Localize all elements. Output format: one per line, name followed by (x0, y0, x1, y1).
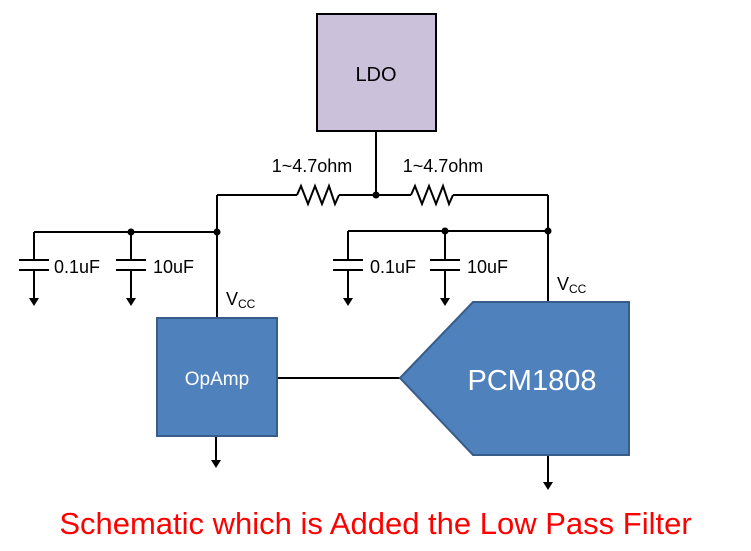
resistor-left (296, 183, 340, 207)
vcc-right-label: VCC (557, 274, 587, 296)
vcc-right-sub: CC (569, 282, 587, 296)
resistor-right (410, 183, 454, 207)
ground-icon (440, 298, 450, 306)
opamp-block (156, 317, 278, 437)
vcc-left-sub: CC (238, 297, 256, 311)
opamp-label: OpAmp (185, 369, 249, 390)
ground-icon (211, 460, 221, 468)
resistors (296, 183, 454, 207)
ground-symbols (29, 298, 553, 490)
vcc-left-label: VCC (226, 289, 256, 311)
resistor-left-label: 1~4.7ohm (272, 156, 353, 176)
cap-left-small-label: 0.1uF (54, 257, 100, 277)
resistor-right-label: 1~4.7ohm (403, 156, 484, 176)
ground-icon (126, 298, 136, 306)
caption: Schematic which is Added the Low Pass Fi… (59, 506, 692, 541)
ldo-label: LDO (355, 64, 396, 86)
capacitors (19, 259, 460, 271)
cap-right-small-label: 0.1uF (370, 257, 416, 277)
ldo-block (316, 13, 437, 132)
vcc-left-main: V (226, 289, 238, 309)
vcc-right-main: V (557, 274, 569, 294)
ground-icon (29, 298, 39, 306)
ground-icon (543, 482, 553, 490)
cap-left-large-label: 10uF (153, 257, 194, 277)
pcm1808-block (398, 301, 630, 456)
pcm1808-label: PCM1808 (468, 365, 597, 397)
cap-right-large-label: 10uF (467, 257, 508, 277)
junction-dots (127, 191, 552, 236)
ground-icon (343, 298, 353, 306)
